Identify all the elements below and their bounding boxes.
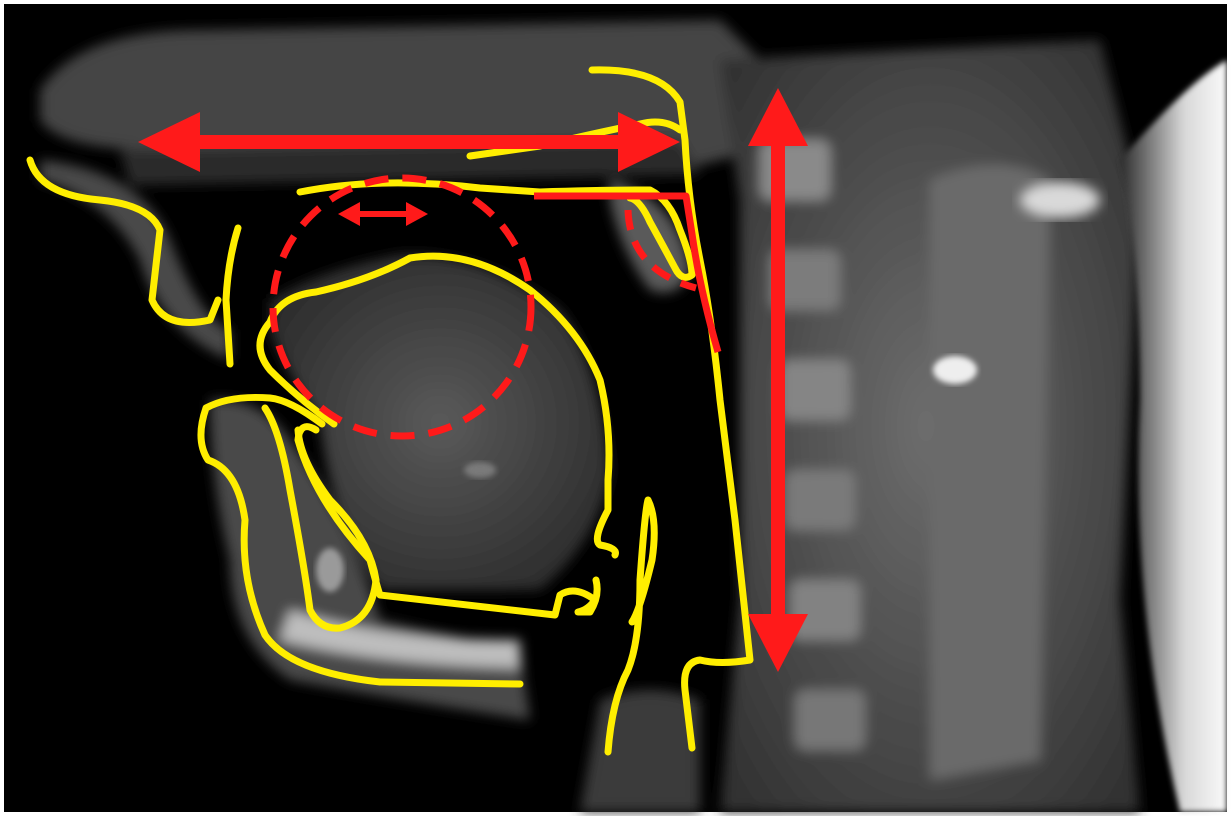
bright-spot-4 [316,548,344,592]
bright-spot-3 [464,462,496,478]
bright-spot-2 [933,356,977,384]
bright-spot-1 [1020,182,1100,218]
